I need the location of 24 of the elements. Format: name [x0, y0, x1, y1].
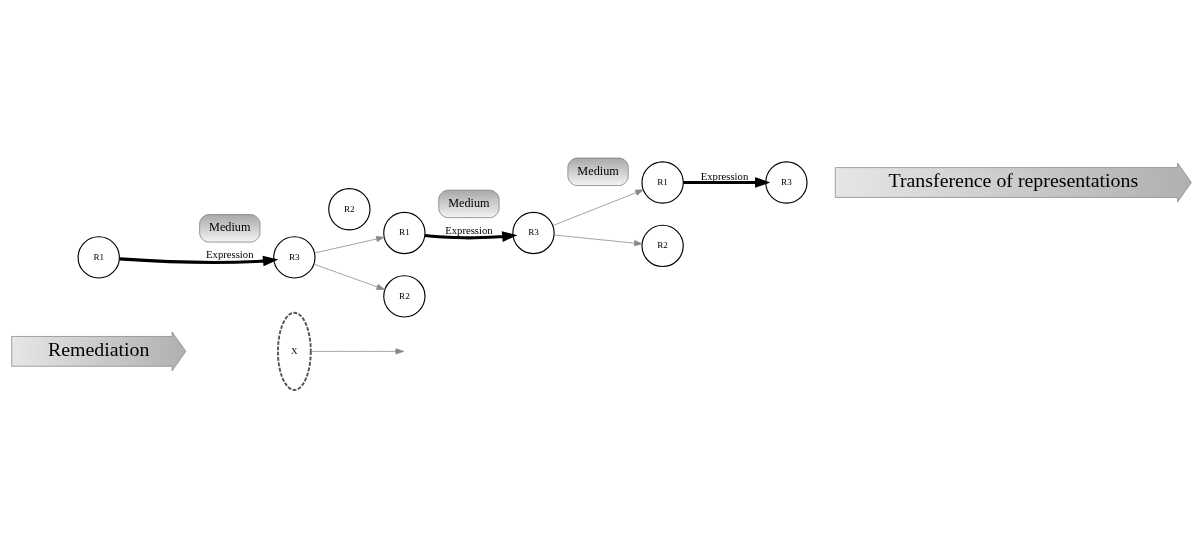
- edge-label: Expression: [206, 247, 254, 260]
- arrow: [310, 347, 404, 354]
- node-ellipse: X: [276, 311, 312, 391]
- node-box: Medium: [199, 213, 261, 242]
- node-box: Medium: [567, 157, 629, 186]
- arrow: [314, 235, 385, 253]
- arrow: [313, 263, 385, 290]
- node-circle: R2: [641, 224, 684, 267]
- node-circle: R3: [273, 235, 316, 279]
- node-circle: R1: [77, 235, 120, 279]
- node-circle: R3: [512, 211, 555, 254]
- node-circle: R2: [328, 187, 371, 230]
- arrow: [119, 255, 279, 266]
- node-circle: R3: [765, 160, 808, 204]
- arrow: [553, 234, 643, 246]
- arrow: [424, 230, 518, 242]
- node-circle: R1: [641, 160, 684, 204]
- edge-label: Expression: [700, 169, 749, 182]
- node-circle: R1: [383, 211, 426, 254]
- edge-label: Expression: [445, 223, 493, 236]
- arrow: [552, 188, 644, 226]
- node-box: Medium: [438, 189, 500, 218]
- arrow: [683, 176, 771, 188]
- node-circle: R2: [383, 274, 426, 318]
